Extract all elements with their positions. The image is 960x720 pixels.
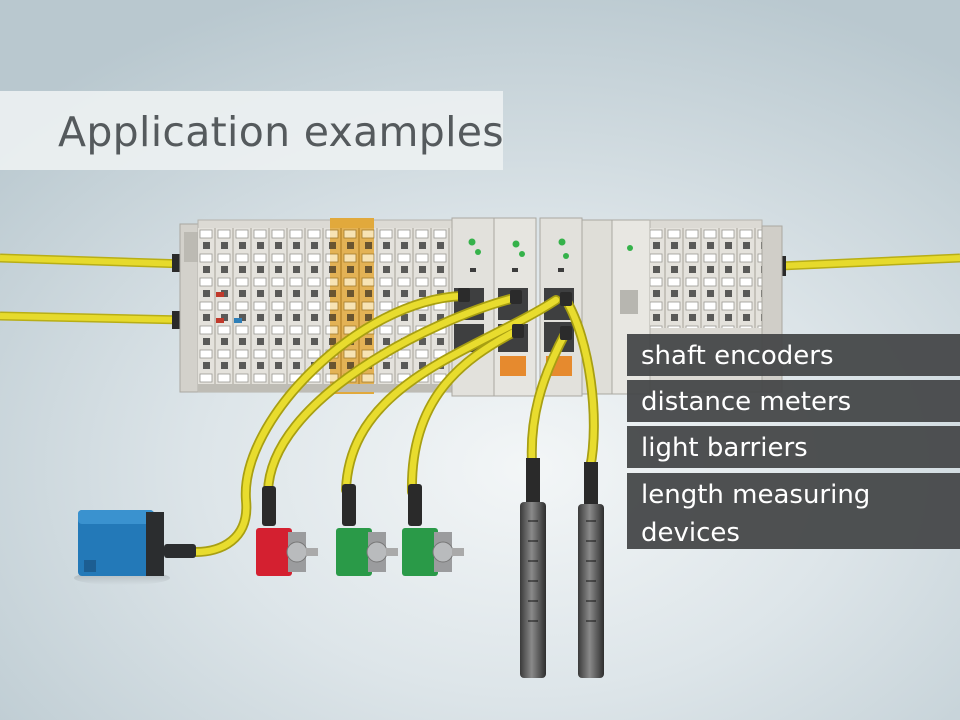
shaft-encoder-icon — [256, 484, 464, 576]
page-title: Application examples — [58, 108, 504, 156]
title-banner — [0, 91, 503, 170]
label-shaft-encoders: shaft encoders — [627, 334, 960, 376]
light-barrier-icon — [520, 458, 604, 678]
outgoing-cable-right — [768, 253, 960, 276]
distance-meter-icon — [74, 510, 196, 585]
sensor-cables — [191, 288, 599, 557]
bus-coupler-left — [179, 223, 203, 393]
label-light-barriers: light barriers — [627, 426, 960, 468]
label-distance-meters: distance meters — [627, 380, 960, 422]
label-length-measuring-devices: length measuring devices — [627, 473, 960, 549]
terminal-block-right — [581, 219, 783, 395]
incoming-cables-left — [0, 253, 190, 329]
